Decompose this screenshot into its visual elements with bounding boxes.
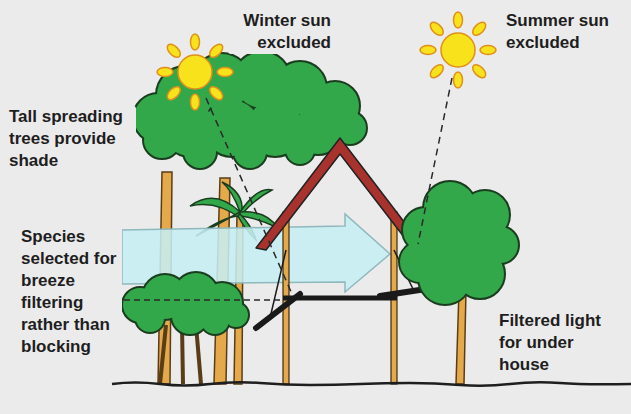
canopy-lobe (430, 217, 486, 273)
sun-ray (217, 68, 233, 77)
dashed-level-line (124, 299, 284, 301)
sun-ray (207, 84, 225, 102)
sun-ray (165, 84, 183, 102)
sun-disc (441, 33, 475, 67)
canopy-lobe (234, 136, 266, 168)
annotation-label: Species selected for breeze filtering ra… (18, 226, 122, 358)
palm-frond (190, 198, 240, 218)
canopy-lobe (144, 122, 180, 158)
canopy-lobe (184, 136, 216, 168)
canopy-lobe (430, 217, 486, 273)
canopy-lobe (184, 136, 216, 168)
sun-ray (420, 46, 436, 55)
sun-ray (191, 94, 200, 110)
annotation-label: Filtered light for under house (496, 310, 620, 376)
shrub-lobe (136, 304, 164, 332)
ground-line (112, 382, 631, 386)
sun-ray (207, 42, 225, 60)
sun-ray (428, 20, 446, 38)
annotation-label: Summer sun excluded (503, 10, 621, 54)
winter-sun (157, 34, 233, 110)
shrub-lobe (201, 306, 229, 334)
palm-frond (222, 182, 242, 212)
canopy-lobe (144, 122, 180, 158)
sun-ray (470, 20, 488, 38)
sun-ray (428, 62, 446, 80)
house-roof (256, 138, 424, 250)
annotation-label: Winter sun excluded (228, 10, 334, 54)
sun-ray (191, 34, 200, 50)
awning-stay (270, 250, 286, 318)
shrub-lobe (201, 306, 229, 334)
canopy-lobe (234, 136, 266, 168)
shrub-stem (160, 325, 166, 384)
sun-ray (480, 46, 496, 55)
sun-ray (470, 62, 488, 80)
sun-angle-line (206, 98, 292, 294)
sun-ray (454, 12, 463, 28)
tree-trunk (456, 290, 466, 384)
canopy-lobe (286, 136, 314, 164)
sun-angle-line (418, 78, 452, 244)
shrub-outline (123, 273, 248, 334)
sun-ray (454, 72, 463, 88)
sun-disc (178, 55, 212, 89)
sun-ray (157, 68, 173, 77)
awning (380, 289, 426, 296)
awning (256, 294, 300, 328)
summer-sun (420, 12, 496, 88)
shrub-fill (123, 273, 248, 334)
sun-ray (165, 42, 183, 60)
shrub-lobe (136, 304, 164, 332)
annotation-label: Tall spreading trees provide shade (6, 106, 136, 172)
canopy-lobe (286, 136, 314, 164)
